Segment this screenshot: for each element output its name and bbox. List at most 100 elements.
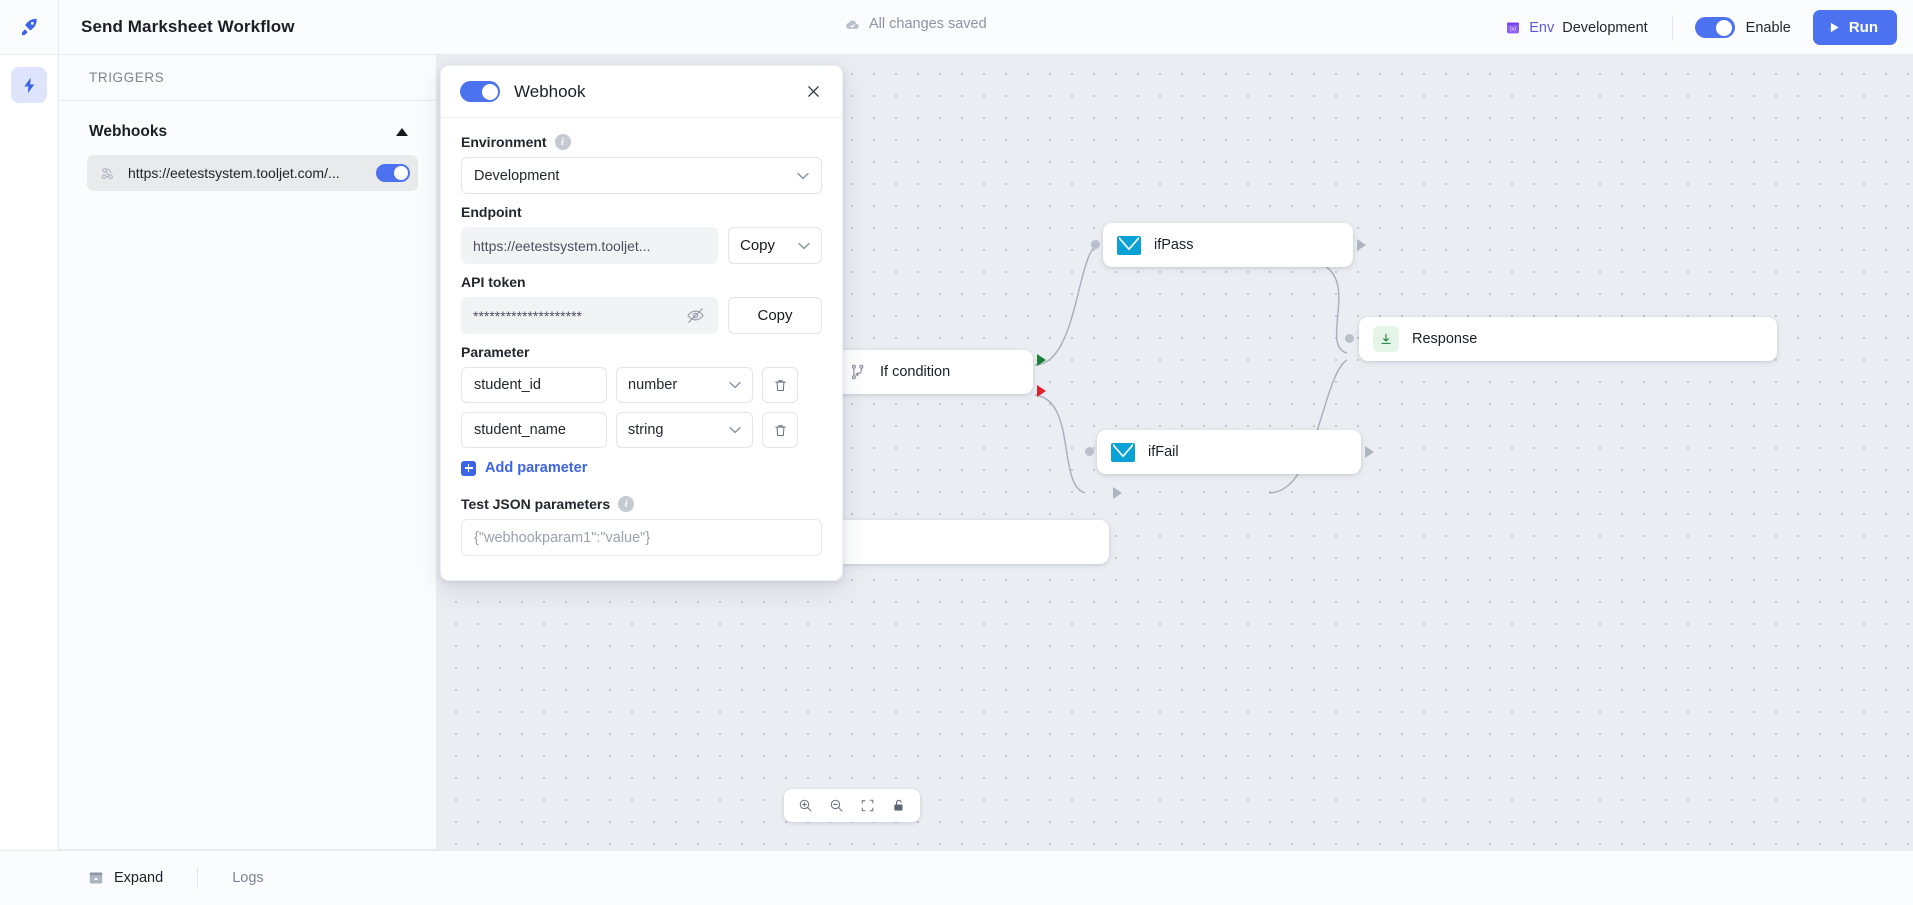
endpoint-value-field[interactable]: https://eetestsystem.tooljet... — [461, 227, 718, 264]
expand-label: Expand — [114, 870, 164, 886]
webhook-enable-toggle[interactable] — [376, 164, 410, 182]
webhook-settings-panel: Webhook Environment i Development — [440, 65, 843, 581]
fit-screen-icon — [861, 799, 874, 812]
test-json-placeholder: {"webhookparam1":"value"} — [474, 529, 651, 546]
chevron-down-icon — [797, 172, 809, 179]
parameter-type-value: number — [628, 377, 678, 393]
save-status: All changes saved — [845, 16, 987, 32]
test-json-input[interactable]: {"webhookparam1":"value"} — [461, 519, 822, 556]
save-status-text: All changes saved — [869, 16, 987, 32]
variable-icon: (x) — [1507, 22, 1520, 33]
parameter-row: student_id number — [461, 367, 822, 403]
chevron-down-icon — [729, 381, 741, 389]
environment-selector[interactable]: (x) Env Development — [1505, 20, 1671, 36]
add-parameter-button[interactable]: Add parameter — [461, 460, 822, 476]
webhooks-section-title: Webhooks — [89, 123, 168, 140]
zoom-out-button[interactable] — [823, 792, 850, 819]
branch-icon — [851, 364, 864, 380]
trash-icon — [774, 424, 786, 436]
triggers-sidebar: TRIGGERS Webhooks https://eetestsystem.t… — [59, 55, 437, 850]
webhook-list-item[interactable]: https://eetestsystem.tooljet.com/... — [87, 155, 418, 191]
response-arrow-icon — [1373, 326, 1399, 352]
run-button[interactable]: Run — [1812, 10, 1897, 45]
environment-select[interactable]: Development — [461, 157, 822, 194]
caret-up-icon[interactable] — [396, 128, 408, 136]
webhooks-section-header[interactable]: Webhooks — [59, 101, 436, 155]
lock-button[interactable] — [885, 792, 912, 819]
parameter-delete-button[interactable] — [762, 367, 798, 403]
webhook-panel-title: Webhook — [514, 81, 586, 101]
test-json-field-label: Test JSON parameters i — [461, 496, 822, 512]
webhook-url-label: https://eetestsystem.tooljet.com/... — [128, 165, 340, 181]
canvas-toolbar — [784, 789, 920, 822]
mail-icon — [1111, 442, 1135, 462]
parameter-name-value: student_name — [474, 422, 566, 438]
parameter-type-value: string — [628, 422, 664, 438]
test-json-label-text: Test JSON parameters — [461, 496, 611, 512]
api-token-copy-button[interactable]: Copy — [728, 297, 822, 334]
node-response-input-port[interactable] — [1345, 334, 1354, 343]
environment-field-label: Environment i — [461, 134, 822, 150]
bottom-bar-divider — [197, 867, 199, 889]
info-icon[interactable]: i — [618, 496, 635, 512]
parameter-type-select[interactable]: string — [616, 412, 753, 448]
node-iffail-input-port[interactable] — [1085, 447, 1094, 456]
node-if-condition[interactable]: If condition — [835, 350, 1033, 394]
node-ifpass-input-port[interactable] — [1091, 240, 1100, 249]
endpoint-row: https://eetestsystem.tooljet... Copy — [461, 227, 822, 264]
logs-button[interactable]: Logs — [232, 870, 263, 886]
node-iffail-output-port[interactable] — [1365, 446, 1374, 458]
trash-icon — [774, 379, 786, 391]
webhook-icon — [101, 167, 113, 179]
lightning-bolt-icon — [23, 77, 34, 93]
node-partial-hidden-output-port[interactable] — [1113, 487, 1122, 499]
api-token-row: ******************** Copy — [461, 297, 822, 334]
fit-view-button[interactable] — [854, 792, 881, 819]
node-response[interactable]: Response — [1359, 317, 1777, 361]
parameter-label-text: Parameter — [461, 344, 530, 360]
parameter-field-label: Parameter — [461, 344, 822, 360]
expand-button[interactable]: Expand — [88, 870, 163, 886]
enable-group: Enable — [1673, 17, 1813, 38]
env-value: Development — [1562, 19, 1648, 36]
parameter-delete-button[interactable] — [762, 412, 798, 448]
node-label: ifFail — [1148, 444, 1179, 460]
webhook-panel-body: Environment i Development Endpoint https… — [441, 118, 842, 580]
chevron-down-icon[interactable] — [798, 242, 810, 250]
parameter-name-value: student_id — [474, 377, 541, 393]
environment-label-text: Environment — [461, 134, 547, 150]
api-token-field-label: API token — [461, 274, 822, 290]
sidebar-bottom-divider — [59, 849, 436, 850]
webhook-panel-toggle[interactable] — [460, 81, 500, 102]
api-token-value-field[interactable]: ******************** — [461, 297, 718, 334]
sidebar-heading: TRIGGERS — [59, 55, 436, 101]
add-parameter-label: Add parameter — [485, 460, 588, 476]
node-ifpass[interactable]: ifPass — [1103, 223, 1353, 267]
bottom-bar: Expand Logs — [0, 850, 1913, 905]
eye-off-icon[interactable] — [686, 306, 706, 326]
node-if-condition-false-port[interactable] — [1037, 385, 1046, 397]
parameter-type-select[interactable]: number — [616, 367, 753, 403]
node-label: ifPass — [1154, 237, 1194, 253]
svg-text:(x): (x) — [1510, 26, 1516, 32]
logs-label: Logs — [232, 870, 264, 886]
node-ifpass-output-port[interactable] — [1357, 239, 1366, 251]
node-if-condition-true-port[interactable] — [1037, 354, 1046, 366]
close-icon[interactable] — [802, 81, 824, 103]
triggers-rail-button[interactable] — [11, 67, 47, 103]
node-iffail[interactable]: ifFail — [1097, 430, 1361, 474]
zoom-out-icon — [830, 799, 843, 812]
endpoint-copy-button[interactable]: Copy — [728, 227, 822, 264]
enable-toggle[interactable] — [1694, 17, 1735, 38]
node-label: Response — [1412, 331, 1478, 347]
info-icon[interactable]: i — [554, 134, 571, 150]
webhook-panel-header: Webhook — [441, 66, 842, 118]
api-token-label-text: API token — [461, 274, 526, 290]
endpoint-label-text: Endpoint — [461, 204, 522, 220]
parameter-name-input[interactable]: student_id — [461, 367, 607, 403]
run-button-label: Run — [1848, 19, 1878, 36]
zoom-in-button[interactable] — [792, 792, 819, 819]
parameter-name-input[interactable]: student_name — [461, 412, 607, 448]
endpoint-value: https://eetestsystem.tooljet... — [473, 237, 651, 254]
app-logo[interactable] — [0, 0, 59, 54]
